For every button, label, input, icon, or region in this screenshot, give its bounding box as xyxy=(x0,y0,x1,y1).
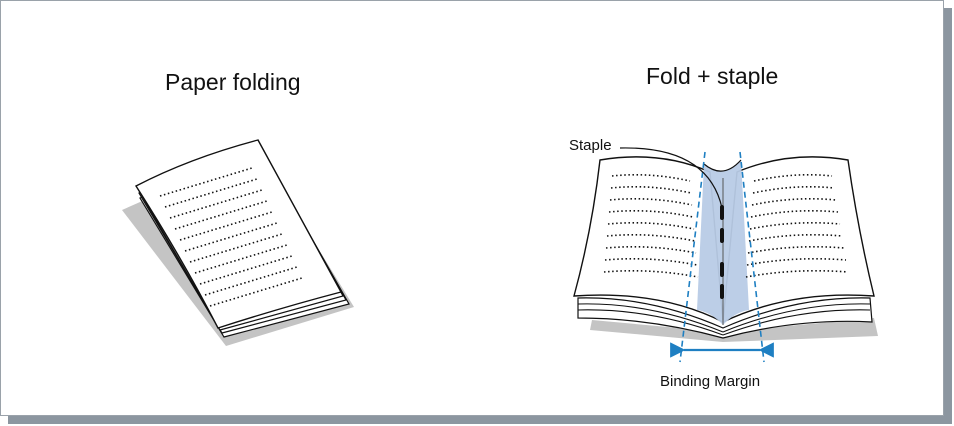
right-page xyxy=(722,156,875,324)
page-stack-edges xyxy=(577,297,873,339)
fold-staple-title: Fold + staple xyxy=(646,63,779,89)
paper-folding-title: Paper folding xyxy=(165,69,301,95)
staple-leader-line xyxy=(619,147,723,209)
right-page-text-lines xyxy=(745,173,849,278)
staple-label: Staple xyxy=(569,137,612,154)
binding-margin-guides xyxy=(679,151,765,363)
stapled-booklet-illustration xyxy=(573,147,878,363)
open-booklet-shadow xyxy=(590,318,878,342)
booklet-cover xyxy=(134,139,343,329)
left-page xyxy=(573,156,724,324)
folded-booklet-illustration xyxy=(122,139,354,346)
left-page-text-lines xyxy=(603,173,699,278)
binding-margin-label: Binding Margin xyxy=(660,373,761,390)
